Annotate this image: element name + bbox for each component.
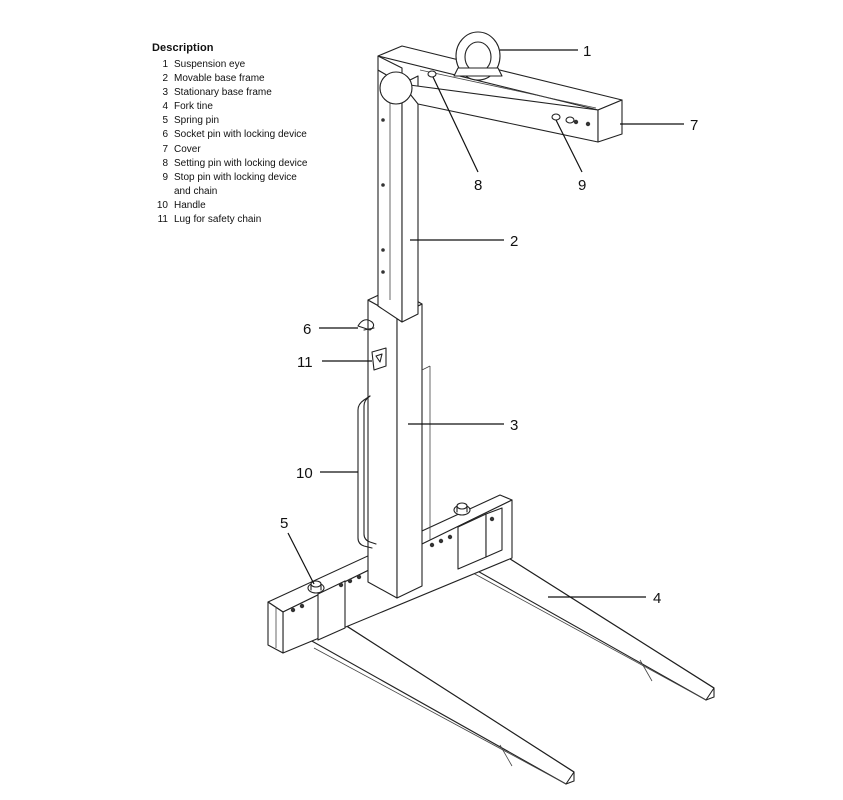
- callout-2: 2: [510, 233, 518, 250]
- legend-text: Fork tine: [174, 101, 213, 113]
- callout-10: 10: [296, 465, 313, 482]
- fork-tine-right: [457, 544, 715, 701]
- legend-item: 10 Handle: [152, 199, 352, 213]
- legend-text: Movable base frame: [174, 73, 265, 85]
- legend-number: 10: [156, 199, 168, 211]
- legend-number: 8: [162, 157, 168, 169]
- legend-list: 1 Suspension eye 2 Movable base frame 3 Sta…: [152, 58, 352, 227]
- legend-number: 9: [162, 171, 168, 183]
- callout-1: 1: [583, 43, 591, 60]
- legend-number: 7: [162, 143, 168, 155]
- legend-number: 5: [162, 115, 168, 127]
- legend-number: 2: [162, 73, 168, 85]
- legend-number: 6: [162, 129, 168, 141]
- spring-pin-left: [307, 580, 325, 594]
- callout-11: 11: [297, 354, 313, 371]
- legend-item: 6 Socket pin with locking device: [152, 128, 352, 142]
- legend-item: 1 Suspension eye: [152, 58, 352, 72]
- callout-4: 4: [653, 590, 661, 607]
- setting-pin: [427, 70, 437, 78]
- legend-item: 2 Movable base frame: [152, 72, 352, 86]
- legend-number: 3: [162, 87, 168, 99]
- legend-item: 3 Stationary base frame: [152, 86, 352, 100]
- legend-text: Stop pin with locking device and chain: [174, 171, 297, 197]
- legend-text: Handle: [174, 199, 206, 211]
- leader-lines: [287, 49, 684, 598]
- callout-3: 3: [510, 417, 518, 434]
- callout-9: 9: [578, 177, 586, 194]
- callout-8: 8: [474, 177, 482, 194]
- suspension-eye: [453, 31, 503, 81]
- legend-number: 4: [162, 101, 168, 113]
- callout-5: 5: [280, 515, 288, 532]
- legend-text: Spring pin: [174, 115, 220, 127]
- legend-text: Socket pin with locking device: [174, 129, 307, 141]
- legend-text: Stationary base frame: [174, 87, 272, 99]
- handle: [357, 395, 377, 549]
- fork-tine-left: [309, 624, 575, 785]
- socket-pin: [357, 319, 375, 331]
- safety-chain-lug: [371, 347, 387, 371]
- description-legend: Description 1 Suspension eye 2 Movable bas…: [152, 42, 352, 227]
- legend-item: 7 Cover: [152, 143, 352, 157]
- stop-pin: [551, 113, 575, 124]
- legend-text: Suspension eye: [174, 59, 246, 70]
- spring-pin-right: [453, 502, 471, 516]
- legend-item: 4 Fork tine: [152, 100, 352, 114]
- callout-7: 7: [690, 117, 698, 134]
- movable-base-frame: [377, 69, 419, 323]
- legend-item: 8 Setting pin with locking device: [152, 157, 352, 171]
- legend-text: Cover: [174, 143, 201, 155]
- legend-text: Setting pin with locking device: [174, 157, 308, 169]
- legend-number: 11: [157, 214, 168, 226]
- legend-text: Lug for safety chain: [174, 214, 262, 226]
- stationary-base-frame: [367, 287, 431, 599]
- legend-item: 5 Spring pin: [152, 114, 352, 128]
- legend-item: 9 Stop pin with locking device and chain: [152, 171, 352, 199]
- legend-number: 1: [162, 59, 168, 70]
- callout-6: 6: [303, 321, 311, 338]
- top-boom: [377, 45, 623, 143]
- legend-item: 11 Lug for safety chain: [152, 213, 352, 227]
- legend-title: Description: [152, 42, 214, 54]
